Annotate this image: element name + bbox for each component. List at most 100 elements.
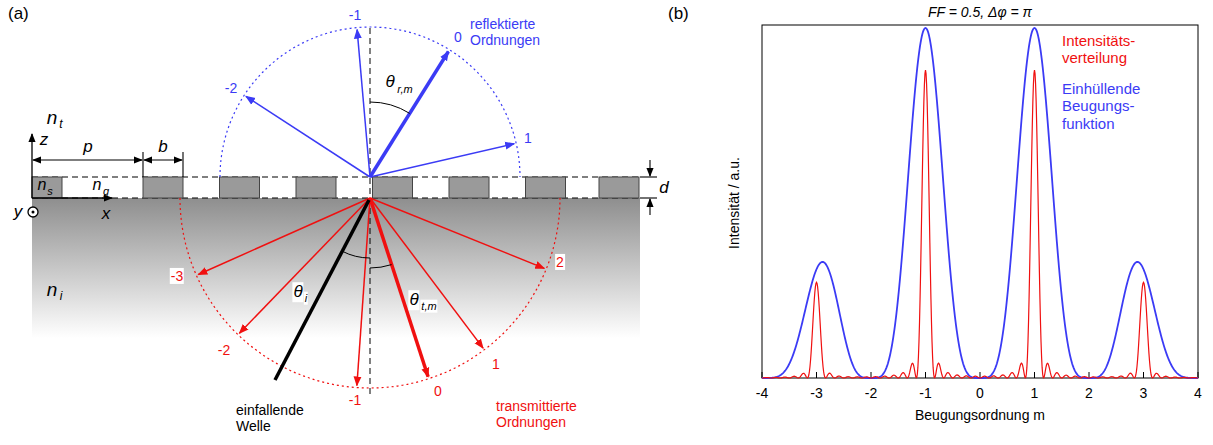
angle-arc	[370, 102, 410, 113]
refractive-index: n	[47, 279, 58, 301]
transmitted-orders	[180, 198, 560, 388]
reflected-orders	[357, 30, 370, 177]
axis-label: y	[14, 202, 23, 222]
angle-label: θ	[384, 72, 395, 92]
order-number: 2	[555, 254, 565, 270]
coordinate-axes	[31, 134, 32, 198]
grating-layer	[449, 177, 489, 198]
caption-text: reflektierte Ordnungen	[470, 16, 540, 48]
tick-label: -2	[865, 385, 877, 401]
tick-label: 3	[1140, 385, 1148, 401]
subscript: t,m	[420, 300, 437, 313]
reflected-orders	[370, 52, 448, 178]
intensity-plot	[762, 25, 1198, 378]
angle-label: θ	[292, 282, 303, 302]
grating-layer	[220, 177, 260, 198]
transmitted-orders	[239, 198, 370, 333]
angle-arc	[370, 265, 392, 268]
order-number: -1	[348, 392, 362, 408]
reflected-orders	[220, 27, 520, 177]
order-number: -2	[224, 80, 238, 96]
dimension-bracket	[142, 152, 143, 177]
dimension-bracket	[640, 176, 657, 177]
order-number: -1	[348, 7, 362, 23]
axis-title: Intensität / a.u.	[726, 157, 742, 249]
order-number: -3	[170, 268, 184, 284]
axis-tick	[816, 372, 817, 378]
axis-label: z	[40, 130, 49, 150]
axis-label: x	[102, 204, 111, 224]
grating-layer	[526, 177, 566, 198]
envelope-curve	[762, 28, 1198, 378]
tick-label: -4	[756, 385, 768, 401]
panel-label: (b)	[668, 4, 689, 24]
grating-layer	[373, 177, 413, 198]
grating-layer	[143, 177, 183, 198]
subscript: r,m	[396, 83, 413, 96]
axis-tick	[1034, 372, 1035, 378]
transmitted-orders	[370, 198, 483, 348]
reflected-orders	[220, 27, 520, 177]
legend-text: Einhüllende Beugungs- funktion	[1062, 80, 1140, 132]
grating-layer	[599, 177, 639, 198]
dimension-label: d	[659, 178, 668, 198]
caption-text: einfallende Welle	[236, 402, 304, 434]
transmitted-orders	[357, 198, 370, 386]
reflected-orders	[246, 96, 370, 177]
grating-layer	[296, 177, 336, 198]
angle-arc	[342, 251, 370, 258]
axis-tick	[925, 372, 926, 378]
dimension-label: b	[158, 137, 167, 157]
coordinate-axes	[32, 197, 112, 198]
plot-frame	[762, 25, 1198, 378]
legend-text: Intensitäts- verteilung	[1062, 32, 1135, 67]
coordinate-axes	[28, 207, 38, 217]
transmitted-orders	[198, 198, 370, 275]
angle-label: θ	[408, 290, 419, 310]
transmitted-orders	[180, 198, 560, 388]
substrate	[32, 198, 640, 338]
dimension-label: p	[83, 137, 92, 157]
order-number: 0	[453, 29, 463, 45]
axis-tick	[1143, 372, 1144, 378]
caption-text: transmittierte Ordnungen	[496, 398, 577, 430]
subscript: g	[103, 185, 109, 198]
refractive-index: n	[47, 107, 58, 129]
tick-label: 0	[976, 385, 984, 401]
refractive-index: n	[38, 176, 47, 194]
coordinate-axes	[32, 211, 35, 214]
angle-arc	[342, 102, 410, 268]
transmitted-orders	[370, 198, 428, 377]
tick-label: 2	[1085, 385, 1093, 401]
dimension-bracket	[33, 159, 142, 160]
panel-label: (a)	[8, 4, 29, 24]
dimension-bracket	[144, 159, 182, 160]
order-number: 1	[523, 130, 533, 146]
dimension-bracket	[640, 197, 657, 198]
axis-title: Beugungsordnung m	[915, 407, 1045, 423]
dimension-bracket	[649, 199, 650, 215]
subscript: t	[59, 118, 62, 132]
tick-label: -1	[919, 385, 931, 401]
order-number: 1	[491, 356, 501, 372]
dimension-bracket	[182, 152, 183, 177]
tick-label: -3	[810, 385, 822, 401]
dimension-bracket	[649, 160, 650, 176]
subscript: i	[60, 290, 63, 304]
incident-wave	[275, 200, 369, 380]
substrate	[32, 198, 640, 338]
reflected-orders	[370, 144, 514, 177]
grating-layer	[32, 177, 62, 198]
subscript: i	[304, 292, 308, 305]
chart-title: FF = 0.5, Δφ = π	[928, 4, 1032, 20]
subscript: s	[47, 185, 53, 198]
grating-layer	[32, 177, 640, 198]
order-number: 0	[433, 383, 443, 399]
intensity-curve	[762, 70, 1198, 378]
refractive-index: n	[93, 176, 102, 194]
tick-label: 4	[1194, 385, 1202, 401]
order-number: -2	[217, 342, 231, 358]
tick-label: 1	[1031, 385, 1039, 401]
